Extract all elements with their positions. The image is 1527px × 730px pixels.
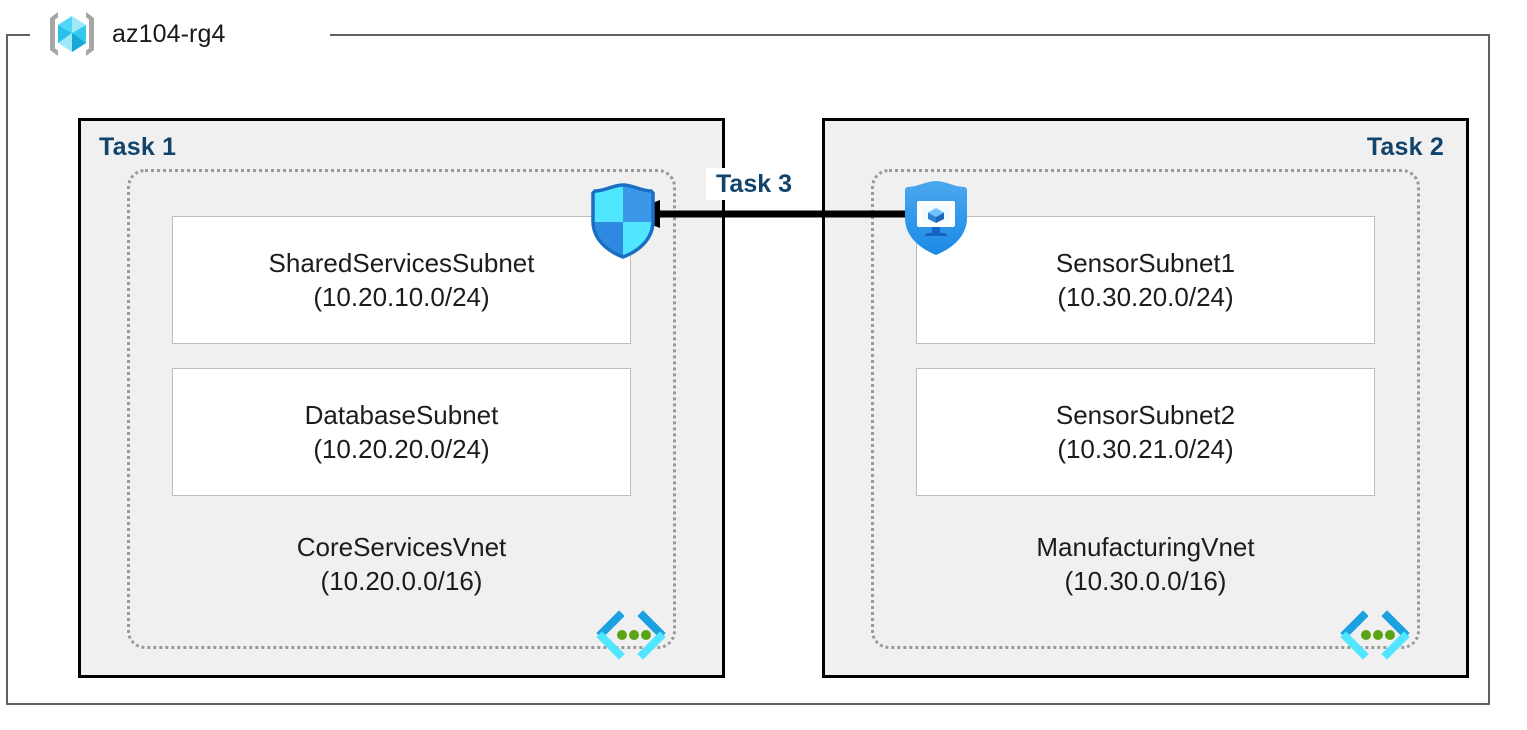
subnet-box-sensorsubnet1: SensorSubnet1 (10.30.20.0/24) [916, 216, 1375, 344]
vnet-name: ManufacturingVnet [1036, 532, 1255, 562]
azure-resource-group-cube-icon [44, 8, 100, 60]
network-security-group-shield-icon [585, 181, 661, 259]
bastion-shield-monitor-icon [898, 178, 974, 256]
coreservicesvnet-container: SharedServicesSubnet (10.20.10.0/24) Dat… [127, 169, 676, 660]
task-1-label: Task 1 [99, 133, 177, 161]
subnet-box-databasesubnet: DatabaseSubnet (10.20.20.0/24) [172, 368, 631, 496]
subnet-cidr: (10.20.10.0/24) [313, 282, 490, 312]
task-3-label-backdrop [706, 168, 818, 200]
coreservicesvnet-caption: CoreServicesVnet (10.20.0.0/16) [130, 530, 673, 599]
resource-group-name: az104-rg4 [112, 19, 226, 48]
vnet-cidr: (10.20.0.0/16) [320, 566, 483, 597]
subnet-cidr: (10.30.21.0/24) [1057, 434, 1234, 464]
manufacturingvnet-caption: ManufacturingVnet (10.30.0.0/16) [874, 530, 1417, 599]
subnet-cidr: (10.20.20.0/24) [313, 434, 490, 464]
subnet-name: SensorSubnet1 [1055, 247, 1236, 278]
subnet-cidr: (10.30.20.0/24) [1057, 282, 1234, 312]
manufacturingvnet-container: SensorSubnet1 (10.30.20.0/24) SensorSubn… [871, 169, 1420, 660]
subnet-box-sensorsubnet2: SensorSubnet2 (10.30.21.0/24) [916, 368, 1375, 496]
resource-group-boundary [6, 34, 1490, 705]
vnet-brackets-icon [595, 610, 667, 660]
vnet-cidr: (10.30.0.0/16) [1064, 566, 1227, 597]
subnet-name: SensorSubnet2 [1055, 399, 1236, 430]
resource-group-header: az104-rg4 [44, 8, 225, 60]
resource-group-title-gap [30, 24, 330, 46]
subnet-box-sharedservicessubnet: SharedServicesSubnet (10.20.10.0/24) [172, 216, 631, 344]
subnet-name: DatabaseSubnet [304, 399, 499, 430]
task-3-label: Task 3 [716, 170, 792, 198]
vnet-name: CoreServicesVnet [296, 532, 507, 562]
task-2-label: Task 2 [1366, 133, 1444, 161]
subnet-name: SharedServicesSubnet [268, 247, 535, 278]
vnet-brackets-icon [1339, 610, 1411, 660]
peering-arrow-left-icon [620, 196, 920, 232]
